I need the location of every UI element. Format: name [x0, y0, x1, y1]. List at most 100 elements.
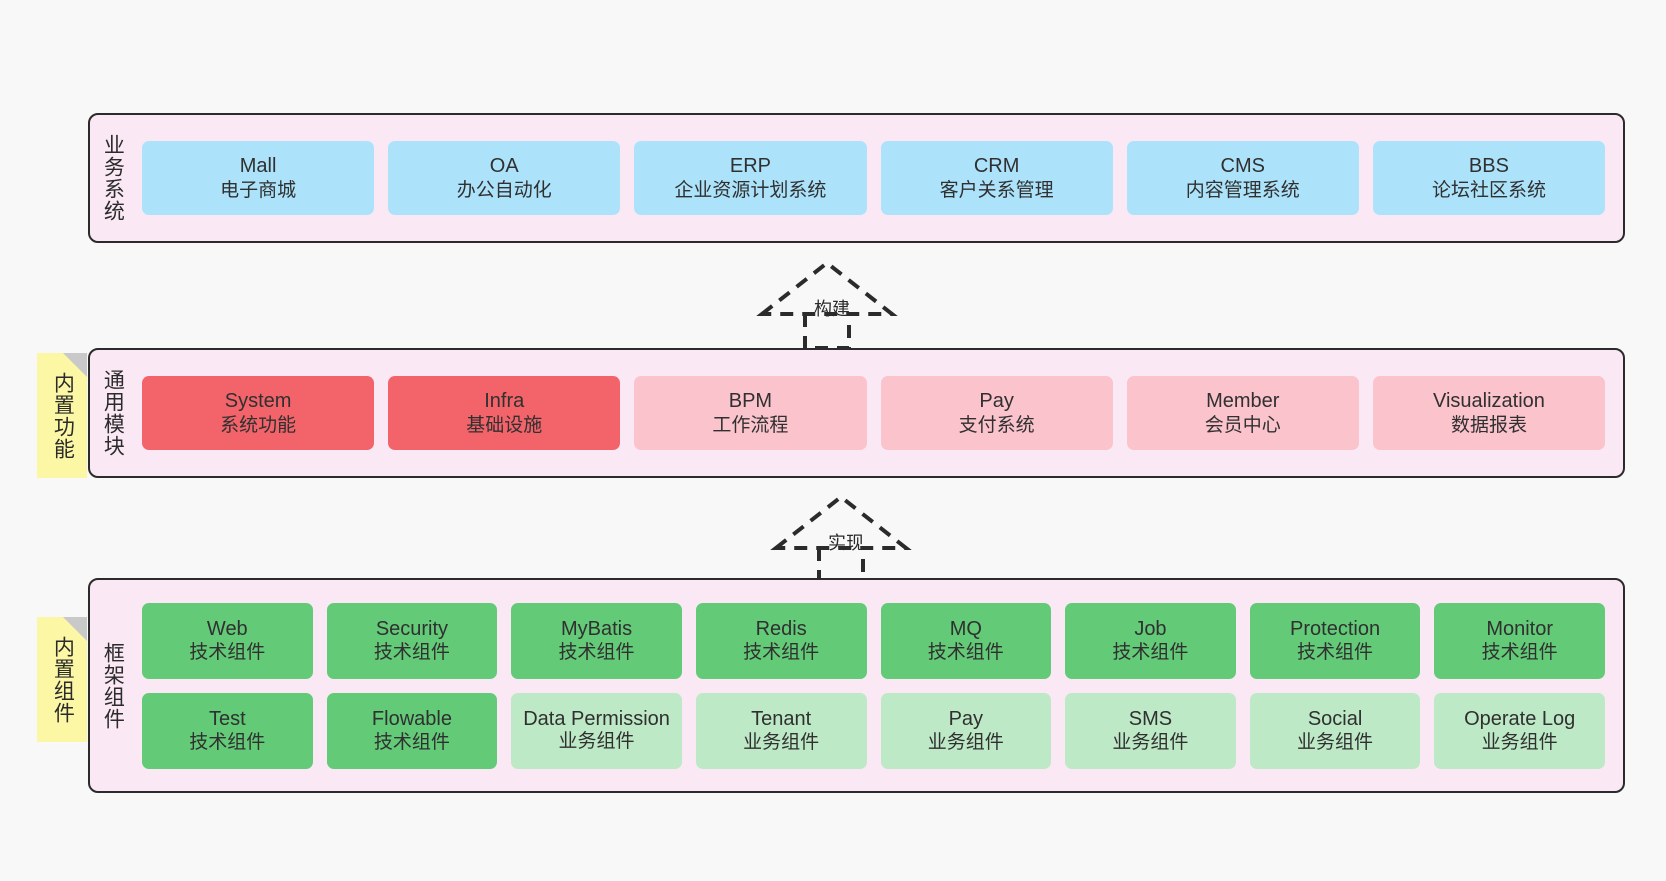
module-title: Pay — [979, 390, 1014, 413]
layer-body-business-system: Mall 电子商城 OA 办公自动化 ERP 企业资源计划系统 CRM 客户关系… — [134, 115, 1623, 241]
module-box-member[interactable]: Member 会员中心 — [1126, 376, 1359, 450]
component-box-monitor[interactable]: Monitor 技术组件 — [1434, 602, 1605, 679]
module-row: System 系统功能 Infra 基础设施 BPM 工作流程 Pay 支付系统… — [142, 376, 1606, 450]
component-title: Redis — [755, 617, 807, 640]
module-box-infra[interactable]: Infra 基础设施 — [388, 376, 621, 450]
layer-common-module: 通用模块 System 系统功能 Infra 基础设施 BPM 工作流程 Pay… — [88, 348, 1625, 478]
component-subtitle: 技术组件 — [373, 642, 450, 664]
component-title: Tenant — [751, 707, 812, 730]
module-title: Visualization — [1432, 390, 1545, 413]
module-box-bbs[interactable]: BBS 论坛社区系统 — [1372, 141, 1606, 215]
generalization-arrow-icon — [756, 260, 898, 350]
module-subtitle: 支付系统 — [958, 414, 1035, 436]
component-box-data-permission[interactable]: Data Permission 业务组件 — [511, 692, 682, 769]
component-subtitle: 技术组件 — [1481, 642, 1558, 664]
layer-body-framework-component: Web 技术组件 Security 技术组件 MyBatis 技术组件 Redi… — [134, 580, 1623, 791]
connector-label-implement: 实现 — [828, 533, 864, 553]
component-box-redis[interactable]: Redis 技术组件 — [695, 602, 867, 679]
module-subtitle: 电子商城 — [220, 179, 297, 201]
module-subtitle: 会员中心 — [1204, 414, 1281, 436]
component-row-business: Test 技术组件 Flowable 技术组件 Data Permission … — [142, 692, 1605, 769]
note-built-in-component: 内置组件 — [37, 617, 87, 742]
layer-title-framework-component: 框架组件 — [101, 641, 125, 730]
component-box-mq[interactable]: MQ 技术组件 — [880, 602, 1052, 679]
layer-title-business-system: 业务系统 — [101, 134, 125, 222]
component-title: Test — [208, 707, 246, 730]
component-subtitle: 技术组件 — [373, 732, 450, 754]
component-box-protection[interactable]: Protection 技术组件 — [1249, 602, 1421, 679]
component-title: Job — [1134, 617, 1167, 640]
module-subtitle: 客户关系管理 — [939, 179, 1054, 201]
component-title: Flowable — [371, 707, 452, 730]
component-subtitle: 技术组件 — [189, 732, 266, 754]
module-title: Infra — [484, 390, 525, 413]
component-subtitle: 业务组件 — [927, 732, 1004, 754]
component-box-pay[interactable]: Pay 业务组件 — [880, 692, 1052, 769]
module-title: Mall — [239, 155, 277, 178]
module-subtitle: 内容管理系统 — [1185, 179, 1300, 201]
connector-label-build: 构建 — [814, 299, 850, 319]
module-title: CMS — [1220, 155, 1265, 178]
module-box-system[interactable]: System 系统功能 — [142, 376, 375, 450]
module-row: Mall 电子商城 OA 办公自动化 ERP 企业资源计划系统 CRM 客户关系… — [142, 141, 1606, 215]
component-box-web[interactable]: Web 技术组件 — [142, 602, 313, 679]
module-box-cms[interactable]: CMS 内容管理系统 — [1126, 141, 1359, 215]
component-box-flowable[interactable]: Flowable 技术组件 — [326, 692, 498, 769]
component-box-sms[interactable]: SMS 业务组件 — [1065, 692, 1236, 769]
note-label: 内置组件 — [51, 635, 75, 724]
module-subtitle: 办公自动化 — [456, 179, 552, 201]
module-title: Member — [1206, 390, 1280, 413]
module-box-crm[interactable]: CRM 客户关系管理 — [880, 141, 1113, 215]
module-subtitle: 企业资源计划系统 — [674, 179, 827, 201]
component-subtitle: 业务组件 — [558, 730, 635, 752]
module-box-oa[interactable]: OA 办公自动化 — [388, 141, 621, 215]
connector-implement: 实现 — [770, 492, 921, 584]
component-subtitle: 技术组件 — [558, 642, 635, 664]
note-built-in-function: 内置功能 — [37, 353, 87, 478]
component-box-job[interactable]: Job 技术组件 — [1065, 602, 1236, 679]
component-box-operate-log[interactable]: Operate Log 业务组件 — [1434, 692, 1605, 769]
component-subtitle: 技术组件 — [1112, 642, 1189, 664]
module-box-pay[interactable]: Pay 支付系统 — [880, 376, 1113, 450]
component-subtitle: 技术组件 — [927, 642, 1004, 664]
module-box-visualization[interactable]: Visualization 数据报表 — [1372, 376, 1606, 450]
component-title: Data Permission — [523, 707, 670, 730]
module-title: System — [224, 390, 292, 413]
module-title: OA — [489, 155, 519, 178]
component-box-social[interactable]: Social 业务组件 — [1249, 692, 1421, 769]
module-title: ERP — [729, 155, 771, 178]
module-subtitle: 论坛社区系统 — [1431, 179, 1546, 201]
layer-title-common-module: 通用模块 — [101, 369, 125, 457]
module-title: CRM — [973, 155, 1020, 178]
module-title: BBS — [1468, 155, 1509, 178]
component-title: Pay — [948, 707, 984, 730]
module-title: BPM — [728, 390, 773, 413]
component-title: Social — [1307, 707, 1363, 730]
layer-body-common-module: System 系统功能 Infra 基础设施 BPM 工作流程 Pay 支付系统… — [134, 350, 1623, 476]
component-title: Protection — [1290, 617, 1381, 640]
component-subtitle: 业务组件 — [1112, 732, 1189, 754]
component-row-tech: Web 技术组件 Security 技术组件 MyBatis 技术组件 Redi… — [142, 602, 1605, 679]
component-title: MQ — [949, 617, 982, 640]
component-subtitle: 业务组件 — [1481, 732, 1558, 754]
component-box-test[interactable]: Test 技术组件 — [142, 692, 313, 769]
component-subtitle: 技术组件 — [743, 642, 820, 664]
component-title: Monitor — [1486, 617, 1554, 640]
component-box-tenant[interactable]: Tenant 业务组件 — [695, 692, 867, 769]
module-box-erp[interactable]: ERP 企业资源计划系统 — [634, 141, 867, 215]
module-box-bpm[interactable]: BPM 工作流程 — [634, 376, 867, 450]
component-box-mybatis[interactable]: MyBatis 技术组件 — [511, 602, 682, 679]
component-title: Web — [206, 617, 248, 640]
module-subtitle: 基础设施 — [466, 414, 543, 436]
component-box-security[interactable]: Security 技术组件 — [326, 602, 498, 679]
component-title: SMS — [1128, 707, 1173, 730]
connector-build: 构建 — [756, 258, 907, 350]
component-title: Security — [375, 617, 449, 640]
note-label: 内置功能 — [51, 371, 75, 460]
component-subtitle: 技术组件 — [189, 642, 266, 664]
layer-business-system: 业务系统 Mall 电子商城 OA 办公自动化 ERP 企业资源计划系统 CRM… — [88, 113, 1625, 243]
module-subtitle: 数据报表 — [1450, 414, 1527, 436]
component-title: Operate Log — [1464, 707, 1576, 730]
component-subtitle: 业务组件 — [743, 732, 820, 754]
module-box-mall[interactable]: Mall 电子商城 — [142, 141, 375, 215]
